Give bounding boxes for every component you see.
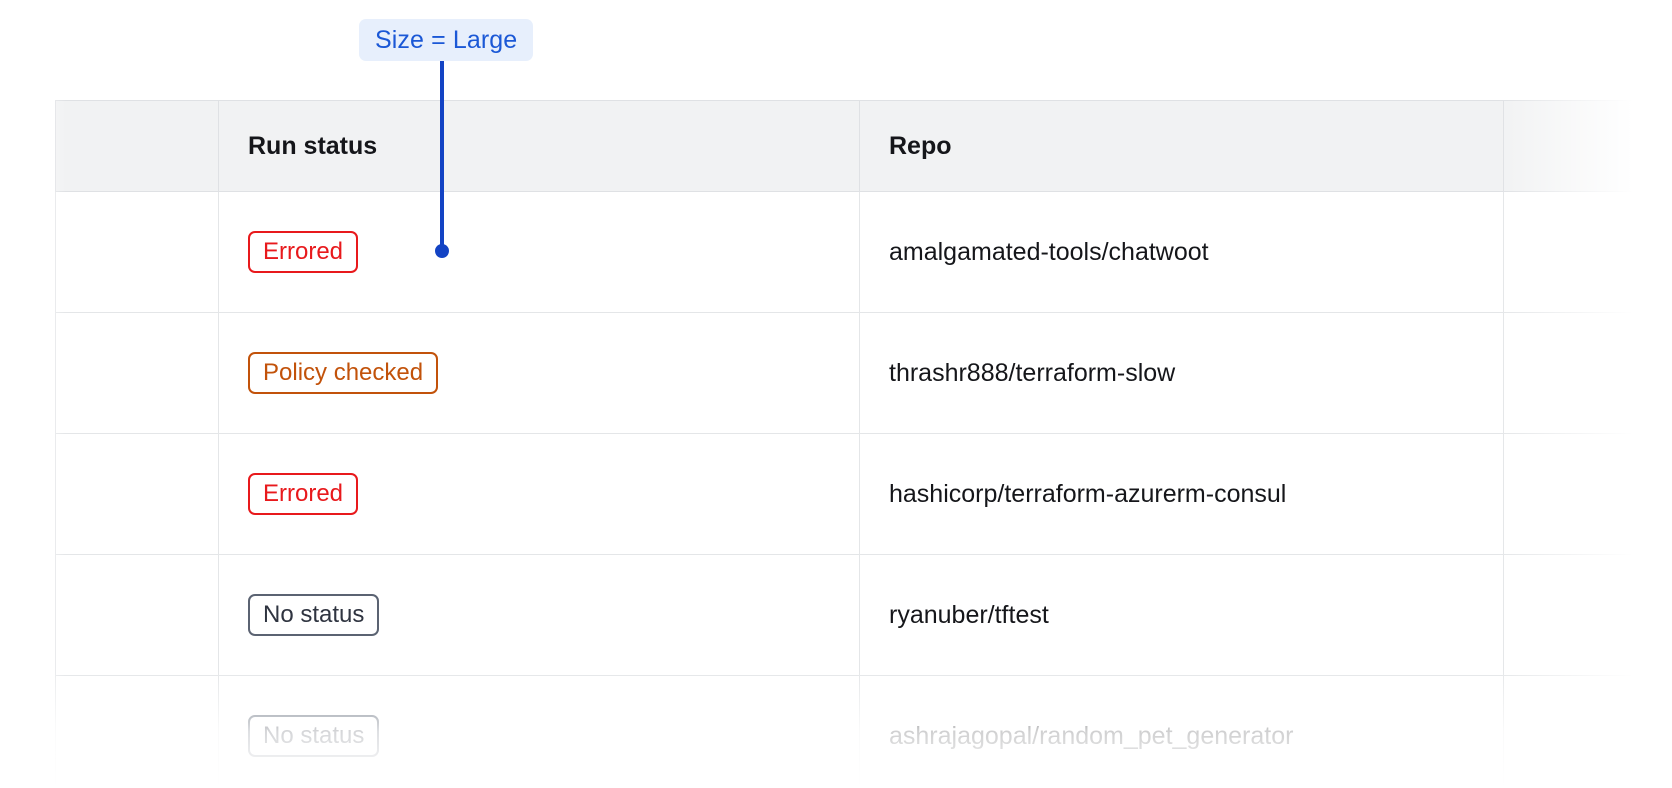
repo-name: amalgamated-tools/chatwoot: [889, 237, 1209, 266]
table-viewport: Run status Repo Errored amalgamated-tool…: [0, 100, 1672, 788]
header-cell-extra: [1503, 100, 1672, 192]
annotation-callout-label: Size = Large: [375, 25, 518, 54]
row-repo-cell: hashicorp/terraform-azurerm-consul: [859, 433, 1504, 555]
row-status-cell: Policy checked: [218, 312, 860, 434]
table-row[interactable]: No status ryanuber/tftest: [55, 554, 1672, 676]
row-status-cell: Errored: [218, 433, 860, 555]
row-repo-cell: ashrajagopal/random_pet_generator: [859, 675, 1504, 788]
row-status-cell: No status: [218, 554, 860, 676]
table-row[interactable]: Errored amalgamated-tools/chatwoot: [55, 191, 1672, 313]
repo-name: hashicorp/terraform-azurerm-consul: [889, 479, 1287, 508]
header-cell-select: [55, 100, 219, 192]
row-extra-cell: [1503, 312, 1672, 434]
status-badge: No status: [248, 594, 380, 636]
status-badge: No status: [248, 715, 380, 757]
row-status-cell: No status: [218, 675, 860, 788]
table-row[interactable]: Errored hashicorp/terraform-azurerm-cons…: [55, 433, 1672, 555]
row-extra-cell: [1503, 191, 1672, 313]
row-select-cell[interactable]: [55, 312, 219, 434]
header-cell-run-status[interactable]: Run status: [218, 100, 860, 192]
status-badge: Errored: [248, 473, 359, 515]
row-repo-cell: ryanuber/tftest: [859, 554, 1504, 676]
row-select-cell[interactable]: [55, 191, 219, 313]
status-badge: Errored: [248, 231, 359, 273]
row-repo-cell: thrashr888/terraform-slow: [859, 312, 1504, 434]
repo-name: thrashr888/terraform-slow: [889, 358, 1176, 387]
status-badge: Policy checked: [248, 352, 439, 394]
row-select-cell[interactable]: [55, 433, 219, 555]
row-extra-cell: [1503, 554, 1672, 676]
table-row[interactable]: Policy checked thrashr888/terraform-slow: [55, 312, 1672, 434]
row-select-cell[interactable]: [55, 554, 219, 676]
row-repo-cell: amalgamated-tools/chatwoot: [859, 191, 1504, 313]
header-cell-repo[interactable]: Repo: [859, 100, 1504, 192]
row-extra-cell: [1503, 675, 1672, 788]
annotation-callout[interactable]: Size = Large: [359, 19, 534, 61]
repo-name: ryanuber/tftest: [889, 600, 1049, 629]
repo-name: ashrajagopal/random_pet_generator: [889, 721, 1294, 750]
table-body: Errored amalgamated-tools/chatwoot Polic…: [55, 191, 1672, 788]
table-header: Run status Repo: [55, 100, 1672, 192]
row-status-cell: Errored: [218, 191, 860, 313]
row-select-cell[interactable]: [55, 675, 219, 788]
runs-table: Run status Repo Errored amalgamated-tool…: [55, 100, 1672, 788]
table-row[interactable]: No status ashrajagopal/random_pet_genera…: [55, 675, 1672, 788]
header-row: Run status Repo: [55, 100, 1672, 192]
row-extra-cell: [1503, 433, 1672, 555]
